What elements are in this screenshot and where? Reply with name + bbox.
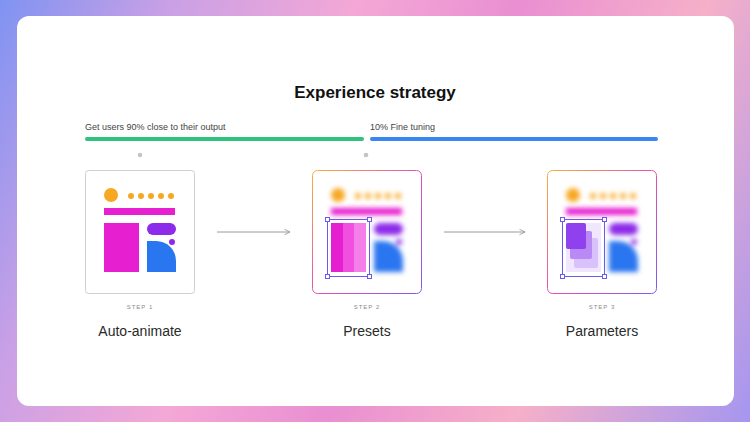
bar-label: 10% Fine tuning [370, 122, 435, 132]
flow-arrow [217, 232, 290, 233]
step2-art [313, 171, 422, 294]
step-number: STEP 2 [267, 304, 467, 310]
step-number: STEP 3 [502, 304, 702, 310]
diagram-title: Experience strategy [0, 83, 750, 103]
step-name: Parameters [502, 323, 702, 339]
step-number: STEP 1 [40, 304, 240, 310]
bar-label: Get users 90% close to their output [85, 122, 226, 132]
flow-arrow [444, 232, 525, 233]
step-card: STEP 1Auto-animate [85, 170, 195, 294]
step3-art [548, 171, 657, 294]
step-card: STEP 2Presets [312, 170, 422, 294]
step-name: Auto-animate [40, 323, 240, 339]
marker-dot [364, 153, 369, 158]
marker-dot [138, 153, 143, 158]
blue-bar [370, 137, 658, 141]
step-card: STEP 3Parameters [547, 170, 657, 294]
step-name: Presets [267, 323, 467, 339]
step1-art [86, 171, 195, 294]
green-bar [85, 137, 364, 141]
